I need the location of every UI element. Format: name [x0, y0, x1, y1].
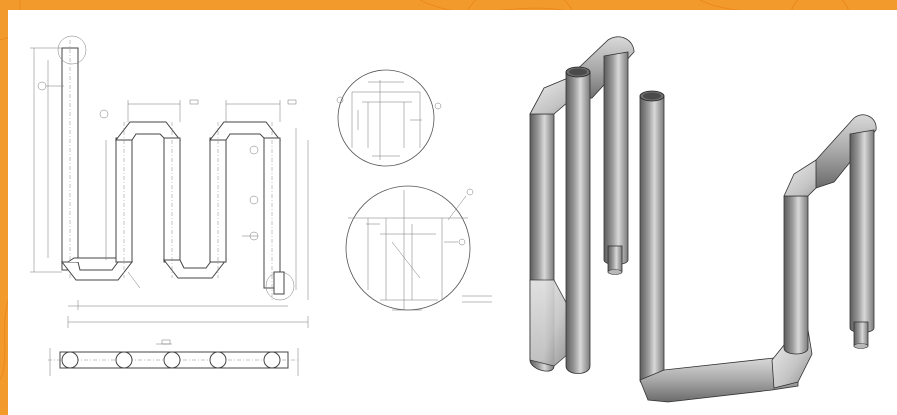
- pipe-bend: [60, 261, 134, 281]
- detail-view-top: [336, 69, 442, 167]
- pipe-bend: [162, 259, 228, 279]
- pipe-bend: [208, 121, 282, 141]
- detail-circle: [57, 35, 87, 65]
- pipe-bend: [114, 121, 182, 141]
- drawing-panel: [8, 10, 897, 415]
- isometric-view: [529, 36, 877, 403]
- callout-balloons: [37, 81, 297, 241]
- front-view: [30, 35, 309, 376]
- technical-drawing: [30, 35, 877, 403]
- plan-view: [48, 339, 300, 376]
- detail-view-bottom: [345, 185, 492, 311]
